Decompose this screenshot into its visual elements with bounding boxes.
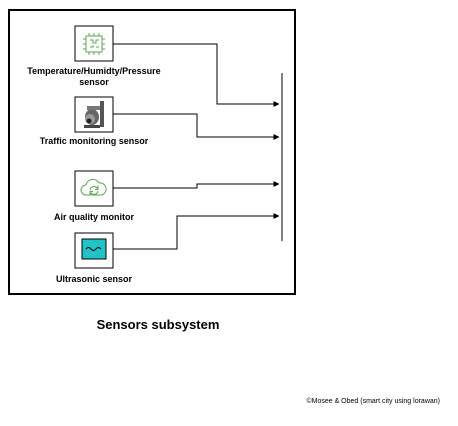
ultra-sensor-label: Ultrasonic sensor <box>55 274 133 284</box>
subsystem-frame <box>8 9 296 295</box>
air-sensor-label: Air quality monitor <box>53 212 134 222</box>
connector-ultra <box>113 213 280 250</box>
thp-sensor-block[interactable] <box>74 25 114 62</box>
connector-thp <box>113 43 280 107</box>
waveform-icon <box>81 238 107 260</box>
air-sensor-block[interactable] <box>74 170 114 207</box>
security-camera-icon <box>84 101 104 128</box>
credit-text: ©Mosee & Obed (smart city using lorawan) <box>306 398 440 405</box>
thp-sensor-label: Temperature/Humidty/Pressure sensor <box>14 66 174 88</box>
connector-traffic <box>113 113 280 140</box>
thp-label-line2: sensor <box>79 77 109 87</box>
traffic-sensor-label: Traffic monitoring sensor <box>39 136 149 146</box>
diagram-title: Sensors subsystem <box>96 317 220 332</box>
traffic-sensor-block[interactable] <box>74 96 114 133</box>
microchip-icon <box>83 33 105 55</box>
ultra-sensor-block[interactable] <box>74 232 114 269</box>
cloud-sync-icon <box>80 178 107 197</box>
connector-air <box>113 181 280 189</box>
thp-label-line1: Temperature/Humidty/Pressure <box>27 66 161 76</box>
